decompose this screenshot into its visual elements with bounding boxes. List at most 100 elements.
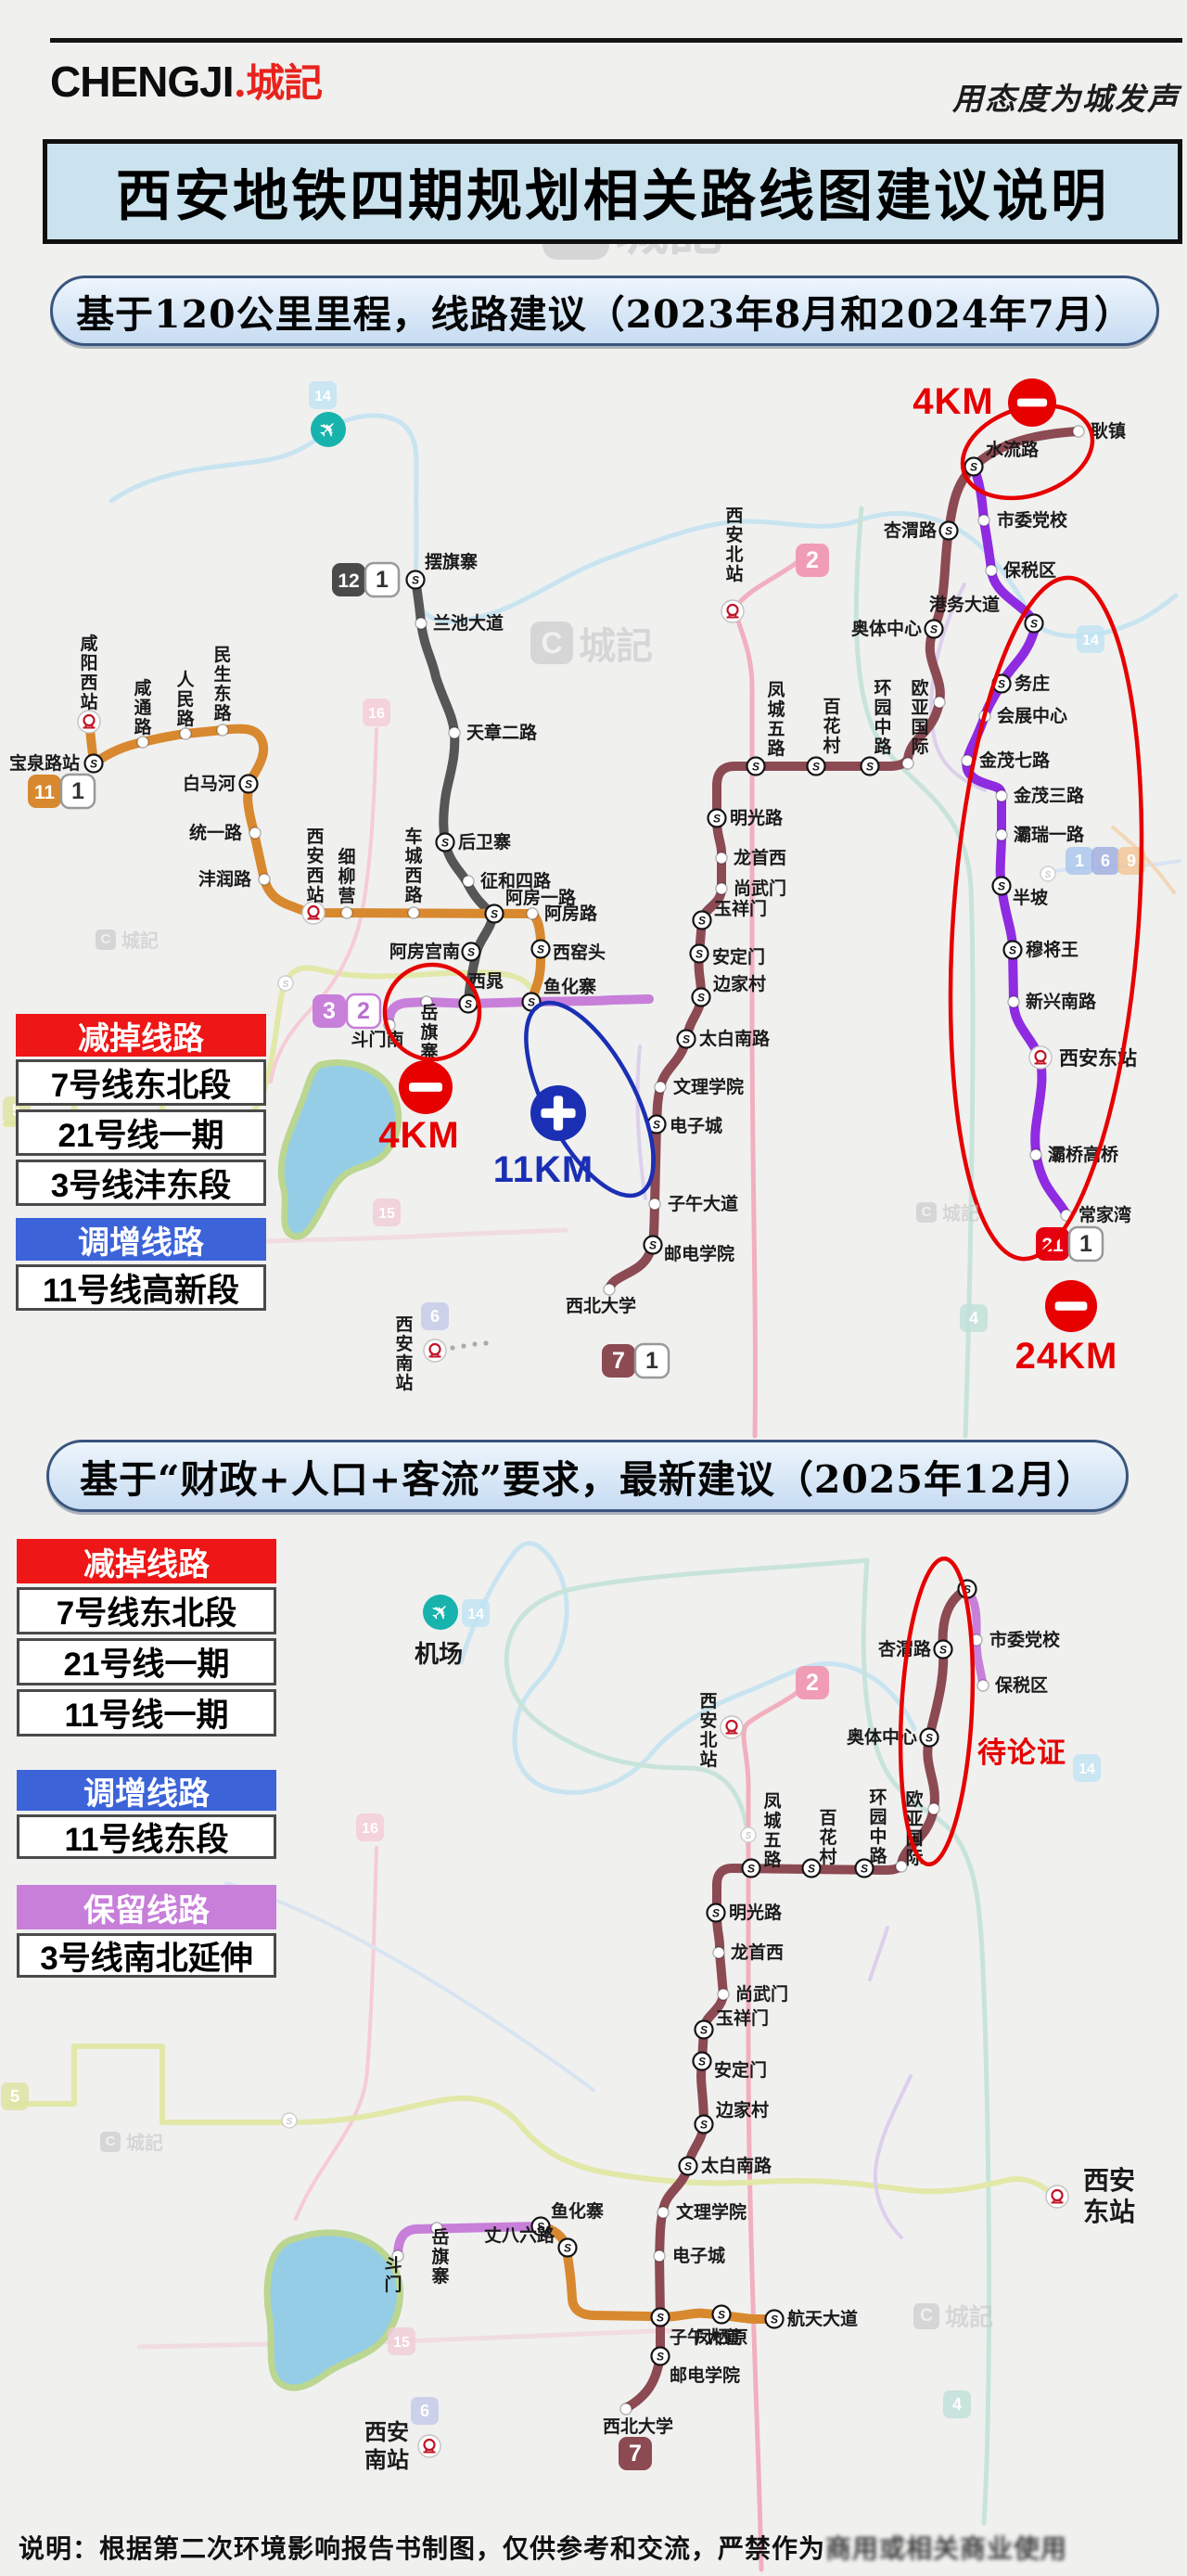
station-unnamed[interactable] bbox=[927, 1802, 940, 1815]
badge-line-15[interactable]: 15 bbox=[373, 1198, 401, 1226]
badge-line-4[interactable]: 4 bbox=[943, 2390, 971, 2418]
station-天章二路[interactable]: 天章二路 bbox=[448, 722, 538, 743]
badge-line-1[interactable]: 1 bbox=[633, 1342, 670, 1379]
station-细柳营[interactable]: 细柳营 bbox=[338, 846, 356, 919]
badge-line-14[interactable]: 14 bbox=[462, 1599, 490, 1627]
station-尚武门[interactable]: 尚武门 bbox=[717, 1983, 788, 2005]
station-龙首西[interactable]: 龙首西 bbox=[715, 847, 786, 868]
badge-line-12[interactable]: 12 bbox=[332, 563, 365, 596]
station-西安东站[interactable]: 西安东站 bbox=[1028, 1045, 1137, 1070]
station-岳旗寨[interactable]: 岳旗寨 bbox=[430, 2222, 450, 2287]
station-市委党校[interactable]: 市委党校 bbox=[970, 1629, 1061, 1650]
station-统一路[interactable]: 统一路 bbox=[189, 822, 262, 843]
station-保税区[interactable]: 保税区 bbox=[976, 1674, 1048, 1696]
station-咸阳西站[interactable]: 咸阳西站 bbox=[77, 633, 101, 734]
badge-line-4[interactable]: 4 bbox=[960, 1304, 988, 1332]
station-子午大道[interactable]: 子午大道 bbox=[648, 1193, 738, 1214]
badge-line-5[interactable]: 5 bbox=[1, 2083, 29, 2110]
station-西安北站[interactable]: 西安北站 bbox=[721, 506, 745, 623]
station-电子城[interactable]: 电子城 bbox=[653, 2245, 725, 2266]
station-民生东路[interactable]: 民生东路 bbox=[213, 646, 232, 737]
station-西安东站[interactable] bbox=[1045, 2185, 1069, 2209]
station-新兴南路[interactable]: 新兴南路 bbox=[1007, 991, 1097, 1012]
station-征和四路[interactable]: 征和四路 bbox=[462, 870, 552, 891]
badge-line-14[interactable]: 14 bbox=[1073, 1754, 1101, 1782]
badge-line-15[interactable]: 15 bbox=[388, 2327, 415, 2355]
badge-line-2[interactable]: 2 bbox=[345, 993, 382, 1030]
station-unnamed[interactable]: ✈ bbox=[423, 1595, 458, 1630]
brand-logo[interactable]: CHENGJI.城記 bbox=[50, 52, 323, 109]
badge-line-6[interactable]: 6 bbox=[421, 1302, 449, 1330]
station-西安南站[interactable] bbox=[417, 2434, 441, 2458]
station-金茂七路[interactable]: 金茂七路 bbox=[961, 750, 1051, 771]
badge-line-2[interactable]: 2 bbox=[796, 1666, 829, 1699]
badge-line-14[interactable]: 14 bbox=[309, 381, 337, 409]
station-unnamed[interactable] bbox=[933, 696, 946, 709]
badge-line-16[interactable]: 16 bbox=[363, 698, 390, 726]
badge-line-14[interactable]: 14 bbox=[1077, 625, 1104, 653]
badge-line-9[interactable]: 9 bbox=[1117, 847, 1145, 875]
badge-line-6[interactable]: 6 bbox=[411, 2397, 439, 2425]
station-西安北站[interactable]: 西安北站 bbox=[699, 1692, 744, 1770]
badge-line-11[interactable]: 11 bbox=[28, 775, 61, 808]
station-沣润路[interactable]: 沣润路 bbox=[198, 868, 271, 890]
station-西北大学[interactable]: 西北大学 bbox=[603, 2403, 673, 2437]
station-金茂三路[interactable]: 金茂三路 bbox=[995, 785, 1085, 806]
station-西安西站[interactable]: 西安西站 bbox=[301, 827, 325, 925]
station-西北大学[interactable]: 西北大学 bbox=[566, 1283, 636, 1316]
station-灞瑞一路[interactable]: 灞瑞一路 bbox=[995, 824, 1085, 845]
badge-line-7[interactable]: 7 bbox=[602, 1344, 635, 1378]
station-咸通路[interactable]: 咸通路 bbox=[134, 677, 152, 749]
badge-line-7[interactable]: 7 bbox=[619, 2437, 652, 2470]
station-unnamed[interactable]: ✈ bbox=[311, 412, 346, 447]
station-斗门[interactable]: 斗门 bbox=[384, 2249, 404, 2295]
station-岳旗寨[interactable]: 岳旗寨 bbox=[419, 995, 439, 1062]
station-文理学院[interactable]: 文理学院 bbox=[657, 2201, 747, 2223]
station-半坡[interactable]: S半坡 bbox=[991, 876, 1050, 909]
badge-line-1[interactable]: 1 bbox=[1067, 1225, 1104, 1262]
badge-line-1[interactable]: 1 bbox=[59, 773, 96, 810]
badge-line-16[interactable]: 16 bbox=[356, 1813, 384, 1841]
station-兰池大道[interactable]: 兰池大道 bbox=[415, 612, 504, 634]
station-文理学院[interactable]: 文理学院 bbox=[654, 1076, 744, 1097]
station-灞桥高桥[interactable]: 灞桥高桥 bbox=[1029, 1144, 1119, 1165]
station-人民路[interactable]: 人民路 bbox=[176, 670, 195, 740]
station-保税区[interactable]: 保税区 bbox=[985, 559, 1056, 581]
station-龙首西[interactable]: 龙首西 bbox=[712, 1942, 784, 1963]
badge-line-6[interactable]: 6 bbox=[1091, 847, 1119, 875]
station-市委党校[interactable]: 市委党校 bbox=[977, 509, 1068, 531]
